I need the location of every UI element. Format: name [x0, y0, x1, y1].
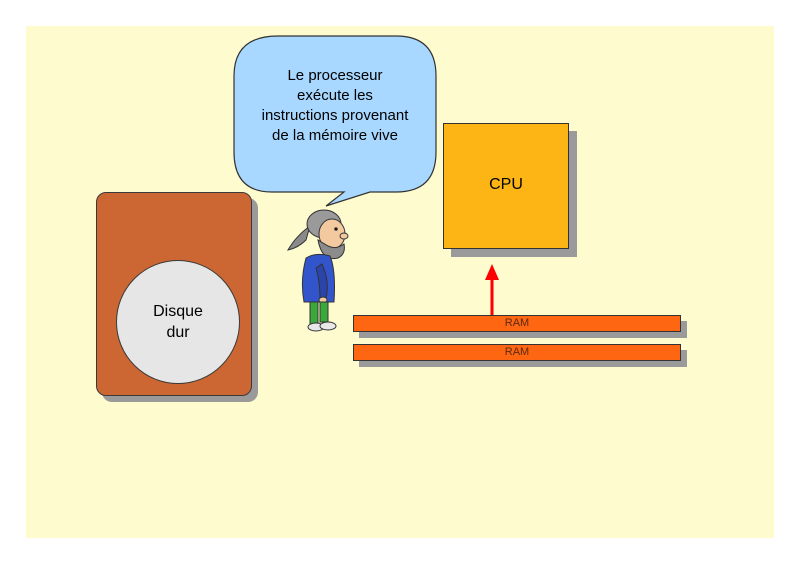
hard-disk-label: Disque dur — [153, 303, 203, 341]
ram-bar-1: RAM — [353, 315, 681, 332]
cpu-label: CPU — [489, 176, 523, 193]
speech-bubble-label: Le processeur exécute les instructions p… — [261, 67, 409, 144]
speech-bubble-text: Le processeur exécute les instructions p… — [240, 66, 430, 146]
cpu-box: CPU — [443, 123, 569, 249]
ram-bar-2: RAM — [353, 344, 681, 361]
speech-bubble — [233, 35, 437, 207]
arrow-up-icon — [485, 264, 499, 315]
hard-disk-platter: Disque dur — [116, 260, 240, 384]
bearded-man-character-icon — [287, 209, 349, 332]
